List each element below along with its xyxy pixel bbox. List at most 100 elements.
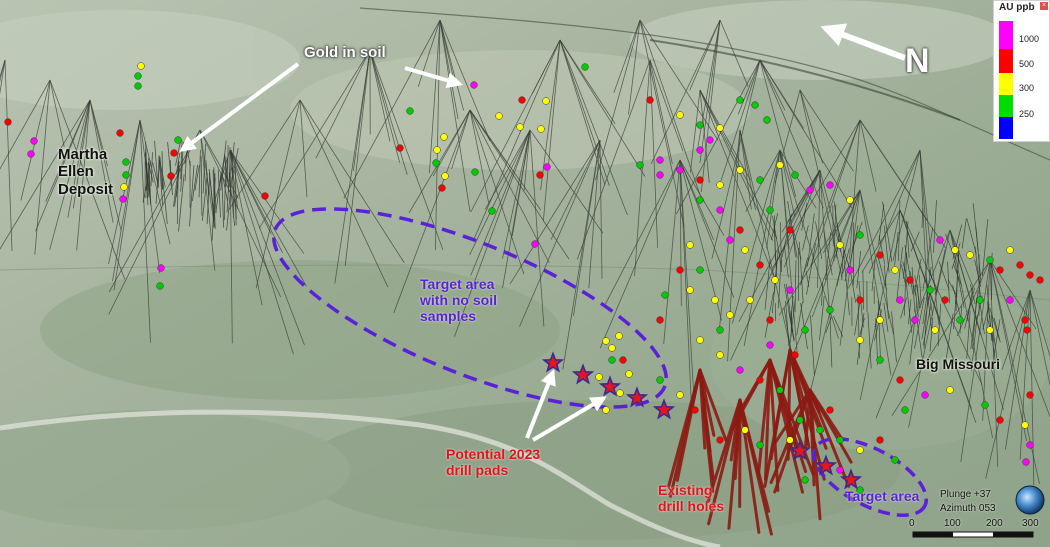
drill-trace xyxy=(529,129,545,327)
drill-trace xyxy=(235,166,237,226)
legend-value-250: 250 xyxy=(1019,109,1035,119)
drill-trace xyxy=(595,19,641,181)
drill-trace xyxy=(759,59,797,197)
drill-trace xyxy=(945,233,956,260)
legend-close-icon[interactable]: × xyxy=(1040,2,1048,10)
soil-sample-point xyxy=(876,316,884,324)
drill-trace xyxy=(799,89,843,278)
drill-trace xyxy=(821,282,823,306)
drill-trace xyxy=(779,149,798,357)
soil-sample-point xyxy=(906,276,914,284)
soil-sample-point xyxy=(766,206,774,214)
soil-sample-point xyxy=(1006,296,1014,304)
drill-trace xyxy=(914,275,921,309)
soil-sample-point xyxy=(816,426,824,434)
drill-trace xyxy=(759,59,804,129)
drill-trace xyxy=(369,49,391,142)
drill-trace xyxy=(874,303,881,328)
soil-sample-point xyxy=(826,306,834,314)
soil-sample-point xyxy=(438,184,446,192)
soil-sample-point xyxy=(119,195,127,203)
soil-sample-point xyxy=(726,236,734,244)
drill-trace xyxy=(472,39,561,242)
drill-trace xyxy=(875,318,879,365)
azimuth-readout: Azimuth 053 xyxy=(940,503,996,514)
soil-sample-point xyxy=(170,149,178,157)
drill-trace xyxy=(393,109,471,313)
drill-trace xyxy=(878,235,886,265)
drill-trace xyxy=(778,251,782,267)
soil-sample-point xyxy=(756,176,764,184)
drill-trace xyxy=(896,247,903,303)
drill-trace xyxy=(231,148,239,178)
soil-sample-point xyxy=(440,133,448,141)
drill-trace xyxy=(49,99,91,250)
drill-trace xyxy=(911,267,916,313)
legend-value-300: 300 xyxy=(1019,83,1035,93)
existing-drill-hole xyxy=(738,398,761,534)
drill-trace xyxy=(150,152,153,187)
drill-trace xyxy=(874,309,883,341)
drill-trace xyxy=(417,19,441,87)
soil-sample-point xyxy=(470,81,478,89)
soil-sample-point xyxy=(836,436,844,444)
drill-trace xyxy=(801,203,808,231)
drill-trace xyxy=(226,176,233,231)
drill-trace xyxy=(811,189,861,318)
soil-sample-point xyxy=(846,266,854,274)
drill-trace xyxy=(113,119,141,291)
soil-sample-point xyxy=(156,282,164,290)
existing-drill-holes xyxy=(667,348,853,536)
drill-trace xyxy=(639,19,701,196)
soil-sample-point xyxy=(801,326,809,334)
drill-trace xyxy=(1019,289,1031,460)
drill-trace xyxy=(759,59,824,209)
soil-sample-point xyxy=(706,136,714,144)
drill-trace xyxy=(599,159,681,349)
drill-trace xyxy=(369,49,401,163)
drill-trace xyxy=(770,213,779,240)
soil-sample-point xyxy=(771,276,779,284)
label-north: N xyxy=(905,42,930,80)
existing-drill-hole xyxy=(773,388,812,445)
soil-samples xyxy=(4,62,1044,494)
drill-traces-gray xyxy=(0,19,1050,486)
soil-sample-point xyxy=(261,192,269,200)
soil-sample-point xyxy=(716,181,724,189)
drill-trace xyxy=(849,119,861,260)
soil-sample-point xyxy=(696,266,704,274)
drill-trace xyxy=(972,203,979,252)
soil-sample-point xyxy=(625,370,633,378)
soil-sample-point xyxy=(167,172,175,180)
soil-sample-point xyxy=(836,241,844,249)
label-martha-ellen: Martha Ellen Deposit xyxy=(58,146,114,198)
drill-trace xyxy=(929,270,938,293)
drill-trace xyxy=(737,59,761,115)
drill-trace xyxy=(832,205,834,247)
drill-trace xyxy=(605,159,681,305)
scale-bar xyxy=(912,531,1034,538)
drill-trace xyxy=(550,139,601,240)
soil-sample-point xyxy=(531,240,539,248)
drill-trace xyxy=(469,109,570,260)
soil-sample-point xyxy=(27,150,35,158)
drill-trace xyxy=(842,248,850,274)
drill-trace xyxy=(759,59,786,111)
legend-value-1000: 1000 xyxy=(1019,34,1040,44)
soil-sample-point xyxy=(543,163,551,171)
soil-sample-point xyxy=(716,436,724,444)
drill-trace xyxy=(209,172,215,217)
soil-sample-point xyxy=(996,266,1004,274)
soil-sample-point xyxy=(791,351,799,359)
soil-sample-point xyxy=(661,291,669,299)
drill-trace xyxy=(944,313,954,365)
drill-trace xyxy=(562,139,601,370)
soil-sample-point xyxy=(856,486,864,494)
soil-sample-point xyxy=(636,161,644,169)
drill-trace xyxy=(974,259,982,287)
drill-trace xyxy=(299,99,389,288)
drill-trace xyxy=(613,19,641,93)
drill-trace xyxy=(76,99,91,251)
drill-trace xyxy=(676,59,761,215)
